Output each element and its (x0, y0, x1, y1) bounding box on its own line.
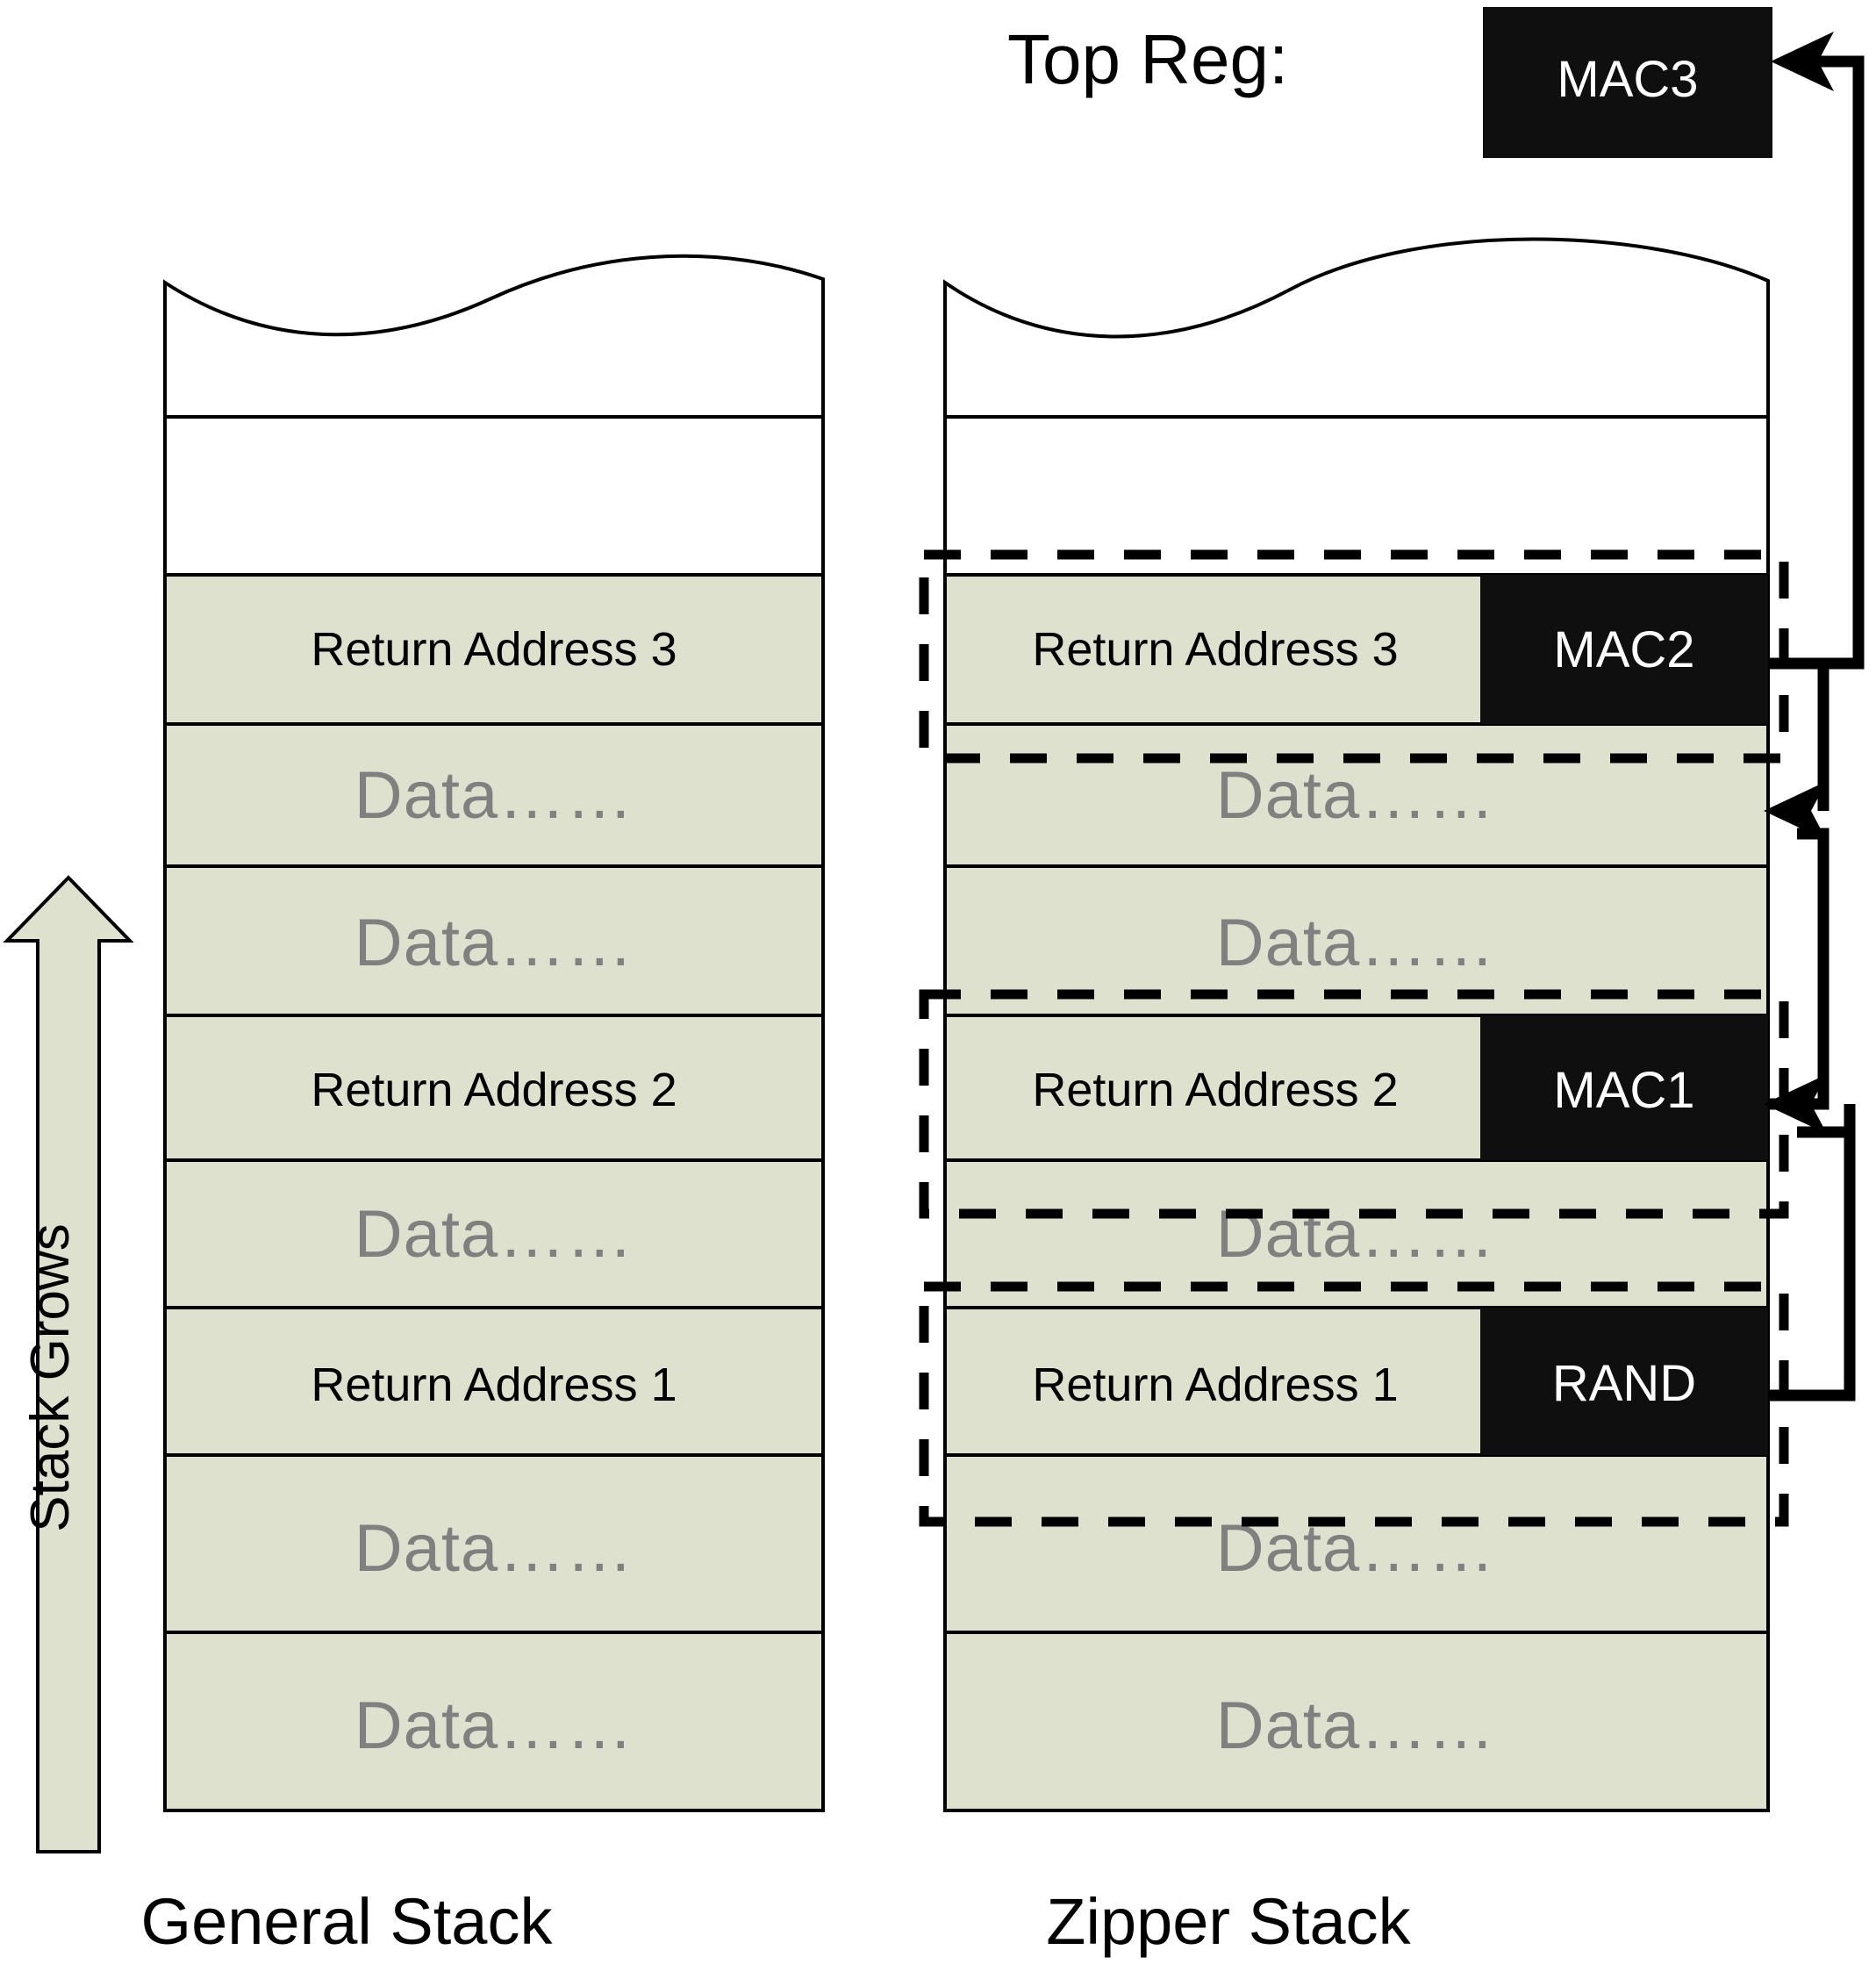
zipper-dashed-box-1 (919, 1281, 1789, 1527)
top-reg-box (1483, 7, 1772, 158)
zipper-dashed-box-3 (919, 549, 1789, 764)
general-label-4: Return Address 2 (311, 1064, 677, 1116)
general-label-5: Data…… (354, 1197, 634, 1272)
zipper-label-3: Data…… (1216, 906, 1496, 980)
zipper-mac-cell-mac1 (1480, 1015, 1768, 1160)
general-row-return-address-3 (163, 573, 825, 726)
zipper-stack-torn-top (943, 237, 1770, 419)
arrowhead-into-top-reg (1771, 32, 1834, 91)
zipper-label-5: Data…… (1216, 1197, 1496, 1272)
caption-general-stack: General Stack (141, 1885, 554, 1958)
top-reg-value: MAC3 (1557, 51, 1698, 108)
mac-arrow-mac1-to-mac2-stub (1768, 828, 1829, 1110)
zipper-mac-label-rand: RAND (1552, 1355, 1696, 1412)
stack-grows-arrow-shape (3, 875, 134, 1853)
general-label-8: Data…… (354, 1688, 634, 1763)
general-row-data-a (163, 722, 825, 868)
zipper-label-6: Return Address 1 (1032, 1359, 1398, 1411)
general-label-1: Return Address 3 (311, 623, 677, 676)
zipper-mac-cell-rand (1480, 1308, 1768, 1455)
zipper-mac-label-mac1: MAC1 (1553, 1062, 1694, 1119)
general-row-data-b (163, 864, 825, 1017)
stack-grows-label: Stack Grows (20, 1223, 81, 1531)
general-label-7: Data…… (354, 1511, 634, 1586)
zipper-mac-label-mac2: MAC2 (1553, 621, 1694, 678)
general-row-data-d (163, 1453, 825, 1634)
arrowhead-into-mac2 (1764, 781, 1827, 841)
general-label-2: Data…… (354, 758, 634, 833)
zipper-label-1: Return Address 3 (1032, 623, 1398, 676)
general-label-3: Data…… (354, 906, 634, 980)
caption-zipper-stack: Zipper Stack (1046, 1885, 1411, 1958)
zipper-row-data-e (943, 1631, 1770, 1812)
general-stack-torn-top (163, 254, 825, 419)
zipper-label-4: Return Address 2 (1032, 1064, 1398, 1116)
arrowhead-into-mac1 (1764, 1074, 1827, 1134)
general-label-6: Return Address 1 (311, 1359, 677, 1411)
zipper-label-8: Data…… (1216, 1688, 1496, 1763)
mac-arrowheads (1764, 32, 1834, 1134)
zipper-label-2: Data…… (1216, 758, 1496, 833)
stack-grows-arrow: Stack Grows (3, 875, 134, 1853)
zipper-stack: Return Address 3 Data…… Data…… Return Ad… (919, 237, 1789, 1812)
zipper-row-data-d (943, 1453, 1770, 1634)
zipper-stack-empty-cell (943, 415, 1770, 577)
general-stack-empty-cell (163, 415, 825, 577)
general-stack: Return Address 3 Data…… Data…… Return Ad… (163, 254, 825, 1812)
top-reg-label: Top Reg: (1007, 20, 1288, 98)
mac-arrow-mac2-to-mac3 (1768, 55, 1865, 670)
general-row-data-e (163, 1631, 825, 1812)
mac-arrow-connectors (1817, 663, 1856, 1395)
zipper-mac-cell-mac2 (1480, 575, 1768, 724)
